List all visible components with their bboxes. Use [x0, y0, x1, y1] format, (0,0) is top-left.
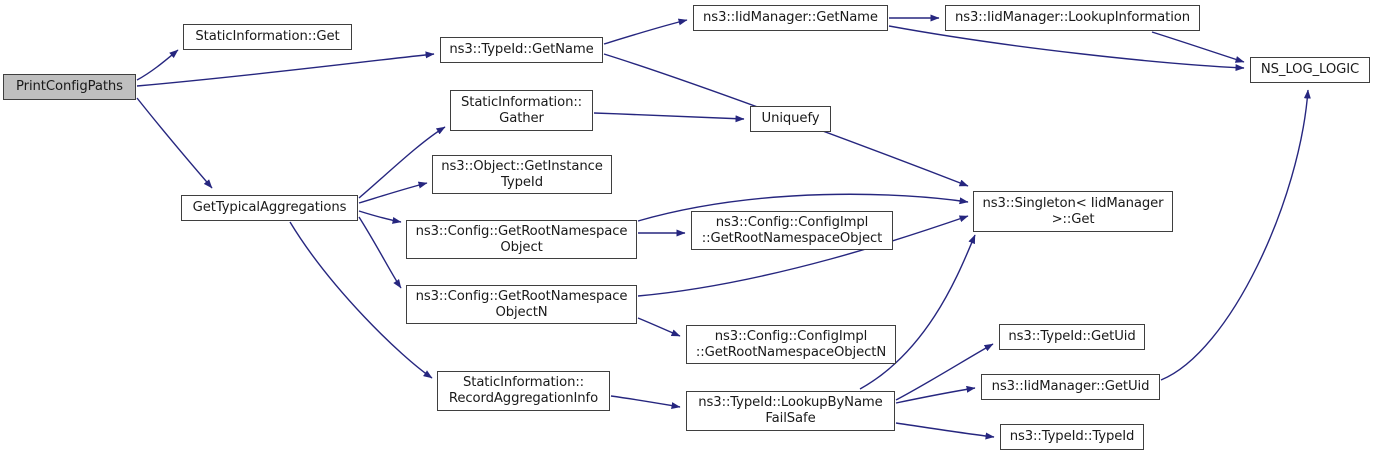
node-label: ns3::IidManager::GetName [703, 10, 878, 25]
call-edge-iidmanager_getname-to-ns_log_logic [888, 25, 1245, 72]
node-label: ns3::TypeId::LookupByName FailSafe [698, 395, 883, 426]
node-iidmanager_getuid[interactable]: ns3::IidManager::GetUid [981, 374, 1160, 400]
node-label: GetTypicalAggregations [192, 200, 347, 215]
node-typeid_getname[interactable]: ns3::TypeId::GetName [440, 37, 603, 63]
node-label: ns3::Config::ConfigImpl ::GetRootNamespa… [701, 214, 883, 246]
node-label: ns3::TypeId::GetName [449, 42, 594, 57]
call-edge-typeid_lookupbynamefailsafe-to-singleton_iidmanager_get [859, 234, 976, 390]
call-edge-staticinformation_recordaggregationinfo-to-typeid_lookupbynamefailsafe [610, 395, 681, 410]
node-label: ns3::Singleton< IidManager >::Get [982, 195, 1164, 227]
node-label: StaticInformation::Get [195, 29, 340, 44]
node-label: ns3::Config::GetRootNamespace ObjectN [415, 288, 628, 320]
node-label: ns3::IidManager::LookupInformation [954, 10, 1191, 25]
call-edge-iidmanager_getuid-to-ns_log_logic [1160, 89, 1311, 381]
call-edge-staticinformation_gather-to-uniquefy [593, 112, 745, 123]
call-edge-printconfigpaths-to-gettypicalaggregations [136, 97, 213, 189]
call-edge-typeid_lookupbynamefailsafe-to-iidmanager_getuid [895, 385, 976, 404]
node-configimpl_getrootnamespaceobject[interactable]: ns3::Config::ConfigImpl ::GetRootNamespa… [691, 211, 893, 250]
node-staticinformation_get[interactable]: StaticInformation::Get [183, 24, 352, 50]
node-typeid_getuid[interactable]: ns3::TypeId::GetUid [999, 324, 1145, 350]
node-label: ns3::IidManager::GetUid [991, 379, 1150, 394]
node-label: PrintConfigPaths [16, 79, 123, 94]
call-edge-typeid_lookupbynamefailsafe-to-typeid_typeid [895, 422, 995, 440]
node-label: ns3::Object::GetInstance TypeId [441, 158, 603, 190]
node-typeid_typeid[interactable]: ns3::TypeId::TypeId [1000, 424, 1144, 450]
call-edge-config_getrootnamespaceobjectn-to-configimpl_getrootnamespaceobjectn [637, 317, 681, 337]
node-config_getrootnamespaceobject[interactable]: ns3::Config::GetRootNamespace Object [406, 220, 637, 259]
call-edge-gettypicalaggregations-to-config_getrootnamespaceobjectn [358, 216, 402, 289]
call-edge-iidmanager_lookupinformation-to-ns_log_logic [1151, 31, 1245, 63]
node-label: StaticInformation:: Gather [460, 94, 583, 126]
node-staticinformation_gather[interactable]: StaticInformation:: Gather [450, 90, 593, 131]
node-ns_log_logic[interactable]: NS_LOG_LOGIC [1250, 57, 1370, 83]
node-singleton_iidmanager_get[interactable]: ns3::Singleton< IidManager >::Get [973, 191, 1173, 232]
node-config_getrootnamespaceobjectn[interactable]: ns3::Config::GetRootNamespace ObjectN [406, 285, 637, 324]
call-edge-gettypicalaggregations-to-config_getrootnamespaceobject [358, 210, 402, 224]
node-label: ns3::Config::ConfigImpl ::GetRootNamespa… [695, 328, 887, 360]
node-configimpl_getrootnamespaceobjectn[interactable]: ns3::Config::ConfigImpl ::GetRootNamespa… [686, 325, 896, 364]
node-typeid_lookupbynamefailsafe[interactable]: ns3::TypeId::LookupByName FailSafe [686, 391, 895, 431]
node-object_getinstancetypeid[interactable]: ns3::Object::GetInstance TypeId [432, 155, 612, 194]
node-printconfigpaths[interactable]: PrintConfigPaths [3, 74, 136, 100]
node-gettypicalaggregations[interactable]: GetTypicalAggregations [181, 195, 358, 221]
node-iidmanager_getname[interactable]: ns3::IidManager::GetName [693, 5, 888, 31]
node-label: StaticInformation:: RecordAggregationInf… [448, 375, 599, 406]
node-label: ns3::TypeId::GetUid [1008, 329, 1136, 344]
call-edge-gettypicalaggregations-to-object_getinstancetypeid [358, 181, 428, 204]
call-edge-typeid_getname-to-iidmanager_getname [603, 18, 688, 45]
node-label: ns3::TypeId::TypeId [1009, 429, 1135, 444]
node-staticinformation_recordaggregationinfo[interactable]: StaticInformation:: RecordAggregationInf… [437, 371, 610, 411]
call-edge-printconfigpaths-to-typeid_getname [136, 51, 435, 87]
node-label: ns3::Config::GetRootNamespace Object [415, 223, 628, 255]
node-label: Uniquefy [761, 111, 820, 126]
call-edge-printconfigpaths-to-staticinformation_get [136, 49, 179, 81]
node-uniquefy[interactable]: Uniquefy [750, 106, 831, 132]
call-edge-typeid_lookupbynamefailsafe-to-typeid_getuid [895, 343, 994, 401]
node-iidmanager_lookupinformation[interactable]: ns3::IidManager::LookupInformation [945, 5, 1200, 31]
node-label: NS_LOG_LOGIC [1260, 62, 1360, 77]
